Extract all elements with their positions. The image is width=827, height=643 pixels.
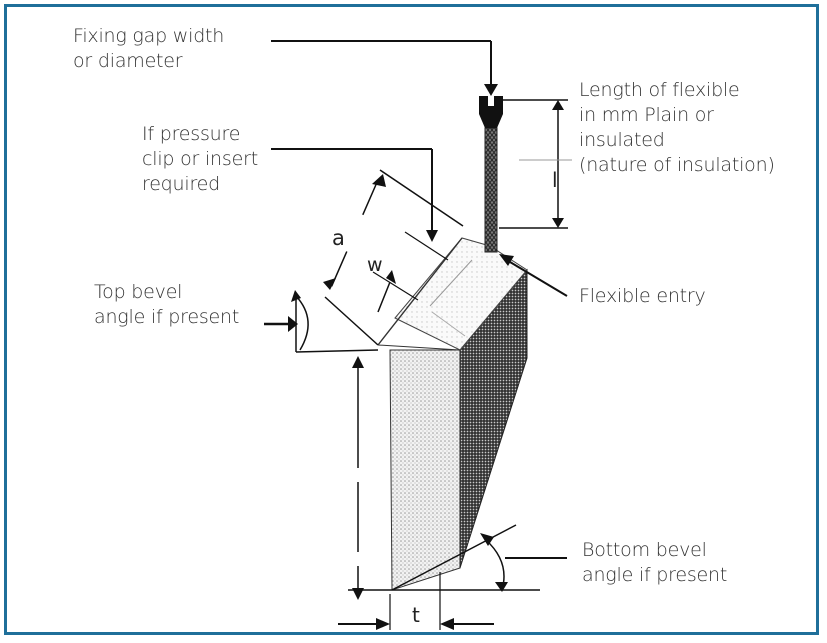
- brush-front-face: [389, 349, 461, 591]
- bottom-bevel-label: Bottom bevel angle if present: [582, 539, 728, 586]
- flexible-braid: [484, 127, 498, 253]
- flexible-entry-label: Flexible entry: [579, 285, 706, 307]
- length-flexible-label: Length of flexible in mm Plain or insula…: [579, 79, 775, 176]
- top-bevel-label: Top bevel angle if present: [94, 281, 240, 328]
- dimension-w-label: w: [367, 254, 383, 276]
- dimension-t-label: t: [412, 603, 420, 627]
- dimension-l-label: l: [552, 168, 558, 192]
- pressure-clip-label: If pressure clip or insert required: [142, 123, 258, 195]
- fixing-gap-label: Fixing gap width or diameter: [73, 25, 225, 72]
- terminal-fitting: [479, 96, 503, 128]
- dimension-a-label: a: [332, 226, 345, 250]
